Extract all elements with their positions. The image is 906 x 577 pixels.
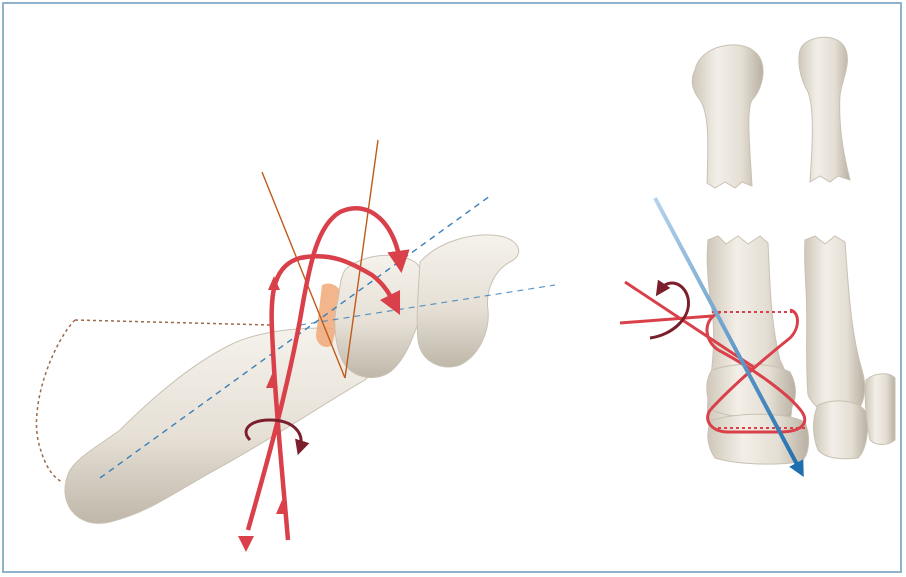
finger-bone-upper-left <box>692 45 763 188</box>
finger-bone-upper-right <box>799 37 850 182</box>
finger-bone-lower-right <box>805 236 865 416</box>
carpal-bone-small-right <box>814 401 868 459</box>
carpal-bone-distal <box>417 235 519 367</box>
metacarpal-bone <box>65 328 372 523</box>
dashed-outline-top <box>75 320 270 325</box>
right-panel <box>620 37 895 470</box>
red-horizontal-line <box>620 316 712 323</box>
carpal-bone-middle <box>335 255 426 377</box>
arrowhead-down-tail <box>238 536 254 552</box>
left-panel <box>36 140 555 552</box>
dashed-outline <box>36 320 75 482</box>
carpal-bone-edge <box>865 374 895 445</box>
